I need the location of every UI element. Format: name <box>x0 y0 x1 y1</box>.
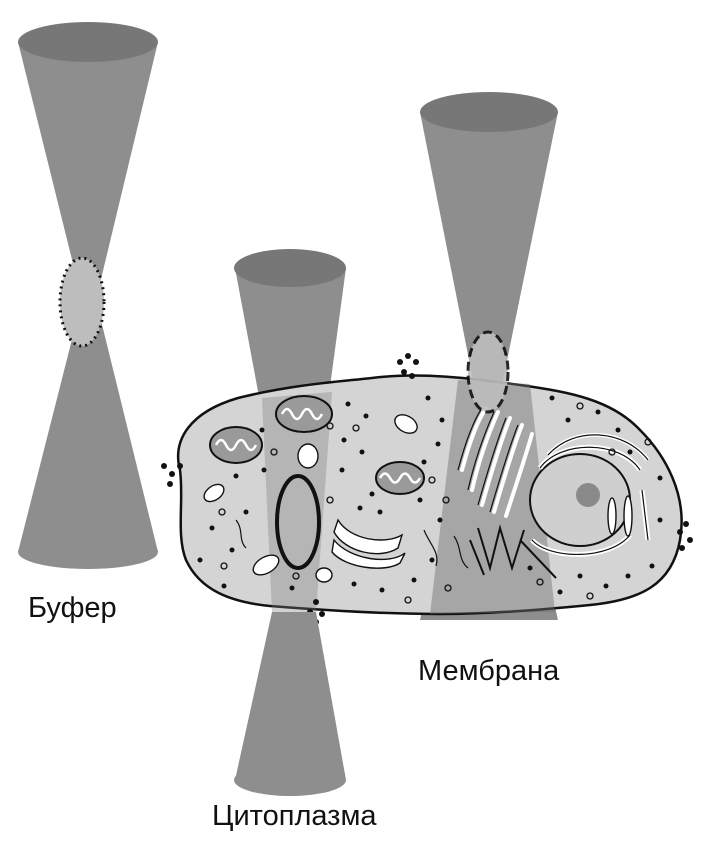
mitochondrion-1 <box>209 426 263 464</box>
nucleus <box>529 433 651 557</box>
mitochondrion-3 <box>375 461 425 495</box>
cell <box>161 353 693 625</box>
membrane-focal-volume <box>466 330 510 414</box>
nucleolus <box>576 483 600 507</box>
golgi-apparatus <box>460 406 534 518</box>
buffer-laser-beam <box>18 22 158 569</box>
cytoplasm-particles <box>197 395 663 595</box>
membrane-vesicles <box>161 353 693 625</box>
cytoplasm-laser-beam-bottom <box>234 612 346 796</box>
rough-er <box>469 524 557 579</box>
buffer-label: Буфер <box>28 592 117 624</box>
mitochondrion-2 <box>275 395 333 433</box>
membrane-label: Мембрана <box>418 655 560 687</box>
cytoplasm-focal-volume <box>275 474 321 570</box>
vesicles <box>203 414 633 583</box>
buffer-focal-volume <box>58 256 106 348</box>
cytoplasm-label: Цитоплазма <box>212 800 377 832</box>
